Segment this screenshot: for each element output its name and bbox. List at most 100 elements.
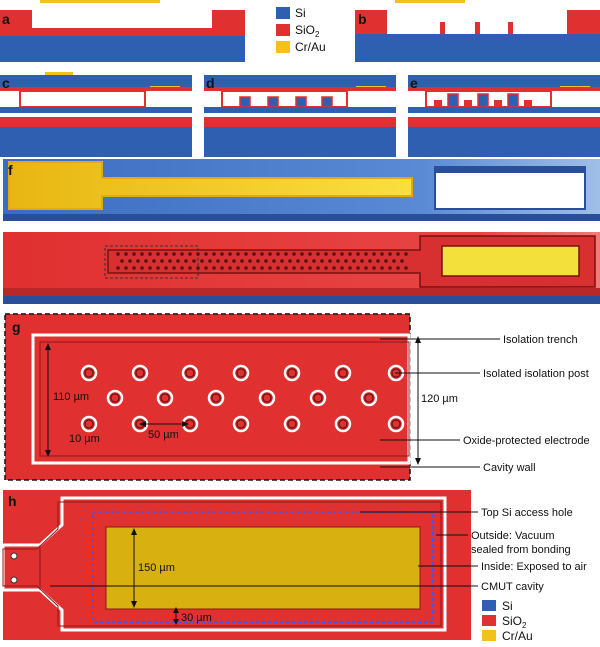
panel-c-label: c (2, 75, 10, 91)
post-hole (196, 266, 200, 270)
post-hole (348, 266, 352, 270)
post-hole (204, 266, 208, 270)
panel-c: c (0, 72, 192, 157)
post-hole (132, 252, 136, 256)
post-hole (140, 266, 144, 270)
post-hole (236, 266, 240, 270)
panel-g-label: g (12, 319, 21, 335)
legend2-crau-swatch (482, 630, 496, 641)
post-hole (340, 252, 344, 256)
post-hole (196, 252, 200, 256)
label-outside-1: Outside: Vacuum (471, 530, 555, 542)
post-hole (220, 252, 224, 256)
post-hole (388, 266, 392, 270)
isolation-post-core (287, 419, 297, 429)
isolation-post-core (338, 419, 348, 429)
legend-top: Si SiO2 Cr/Au (276, 6, 326, 54)
isolation-post-core (160, 393, 170, 403)
post-hole (372, 266, 376, 270)
isolation-post-core (236, 419, 246, 429)
isolation-post-core (364, 393, 374, 403)
post-hole (236, 252, 240, 256)
post-hole (120, 259, 124, 263)
legend2-si-swatch (482, 600, 496, 611)
panel-e: e (408, 75, 600, 157)
post-hole (116, 266, 120, 270)
post-hole (336, 259, 340, 263)
post-hole (392, 259, 396, 263)
legend-crau-swatch (276, 41, 290, 53)
post-hole (276, 266, 280, 270)
panel-f-label: f (8, 162, 13, 178)
post-hole (172, 266, 176, 270)
post-hole (264, 259, 268, 263)
post-hole (372, 252, 376, 256)
post-hole (228, 266, 232, 270)
post-hole (296, 259, 300, 263)
panel-b-label: b (358, 11, 367, 27)
panel-b: b (355, 0, 600, 62)
post-hole (364, 266, 368, 270)
post-hole (224, 259, 228, 263)
post-hole (200, 259, 204, 263)
post-hole (376, 259, 380, 263)
dim-10: 10 µm (69, 433, 100, 445)
post-hole (316, 252, 320, 256)
isolation-post-core (84, 419, 94, 429)
post-hole (232, 259, 236, 263)
panel-d-label: d (206, 75, 215, 91)
panel-f-top: f (3, 159, 600, 221)
post-hole (204, 252, 208, 256)
legend-si-label: Si (295, 6, 306, 20)
panel-h-label: h (8, 493, 17, 509)
post-hole (144, 259, 148, 263)
label-isolation-trench: Isolation trench (503, 334, 578, 346)
post-hole (124, 252, 128, 256)
isolation-post-core (313, 393, 323, 403)
post-hole (268, 252, 272, 256)
post-hole (272, 259, 276, 263)
post-hole (124, 266, 128, 270)
post-hole (300, 252, 304, 256)
post-hole (140, 252, 144, 256)
post-hole (284, 252, 288, 256)
post-hole (128, 259, 132, 263)
label-top-si-hole: Top Si access hole (481, 507, 573, 519)
post-hole (136, 259, 140, 263)
post-hole (404, 252, 408, 256)
legend2-sio2-swatch (482, 615, 496, 626)
dim-30: 30 µm (181, 612, 212, 624)
post-hole (156, 252, 160, 256)
post-hole (180, 252, 184, 256)
post-hole (132, 266, 136, 270)
panel-g-posts (80, 364, 405, 433)
post-hole (176, 259, 180, 263)
post-hole (348, 252, 352, 256)
post-hole (356, 266, 360, 270)
post-hole (284, 266, 288, 270)
post-hole (188, 252, 192, 256)
post-hole (252, 266, 256, 270)
post-hole (324, 252, 328, 256)
legend2-si-label: Si (502, 599, 513, 613)
panel-h: h 150 µm 30 µm Top Si access hole Outsid… (1, 490, 587, 643)
isolation-post-core (391, 419, 401, 429)
dim-120: 120 µm (421, 393, 458, 405)
post-hole (332, 266, 336, 270)
post-hole (300, 266, 304, 270)
post-hole (216, 259, 220, 263)
panel-g: g 110 µm 120 µm 50 µm 10 µm Isolation tr… (4, 313, 590, 481)
post-hole (192, 259, 196, 263)
post-hole (252, 252, 256, 256)
panel-f-bottom (3, 232, 600, 304)
post-hole (324, 266, 328, 270)
legend2-crau-label: Cr/Au (502, 629, 533, 643)
post-hole (356, 252, 360, 256)
post-hole (396, 266, 400, 270)
post-hole (308, 266, 312, 270)
post-hole (308, 252, 312, 256)
post-hole (312, 259, 316, 263)
panel-a-label: a (2, 11, 10, 27)
post-hole (368, 259, 372, 263)
isolation-post-core (338, 368, 348, 378)
